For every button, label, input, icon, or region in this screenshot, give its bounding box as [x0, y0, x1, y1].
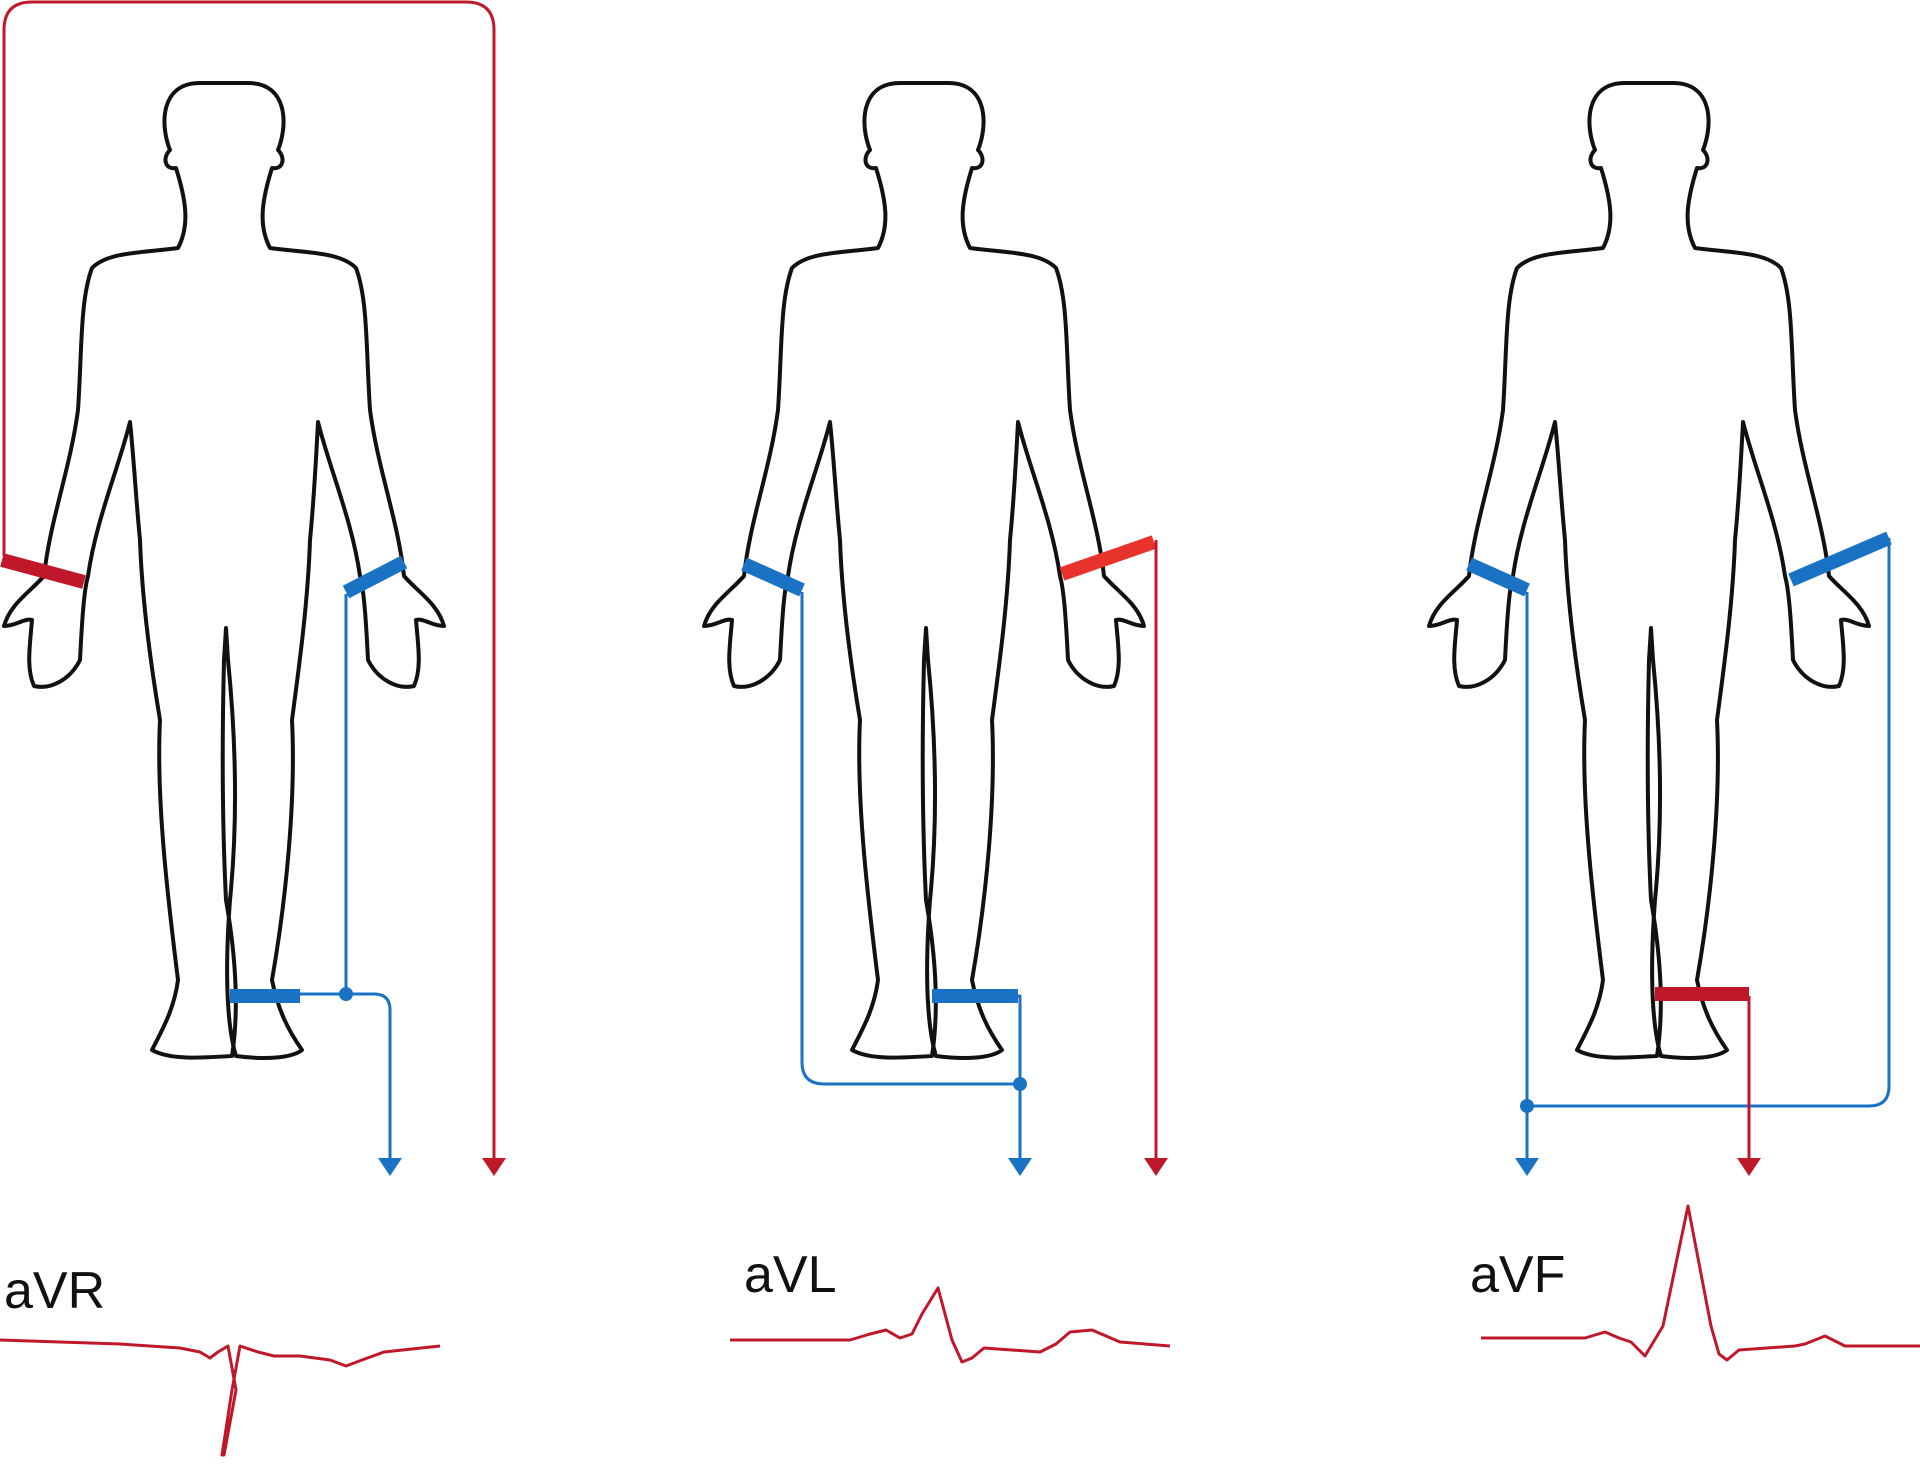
panel-avr: aVR — [0, 0, 506, 1457]
exploring-wire-avr — [2, 0, 496, 1160]
electrode-left-arm-avl — [1059, 535, 1157, 581]
lead-label-avr: aVR — [4, 1262, 105, 1320]
panel-avf: aVF — [1427, 81, 1920, 1362]
panel-avl: aVL — [702, 81, 1171, 1364]
electrode-left-arm-avr — [342, 555, 408, 599]
arrowhead-reference-avf — [1515, 1158, 1539, 1176]
electrode-right-arm-avf — [1466, 557, 1530, 597]
reference-wire-leg-avr — [300, 992, 392, 1160]
lead-label-avl: aVL — [744, 1246, 837, 1304]
ecg-trace-avf — [1481, 1204, 1920, 1362]
electrode-right-arm-avr — [0, 553, 86, 589]
ecg-trace-avr — [0, 1338, 441, 1457]
lead-label-avf: aVF — [1470, 1246, 1565, 1304]
arrowhead-exploring-avf — [1737, 1158, 1761, 1176]
electrode-left-arm-avf — [1788, 531, 1892, 587]
junction-dot-avr — [339, 987, 353, 1001]
arrowhead-reference-avr — [378, 1158, 402, 1176]
arrowhead-reference-avl — [1008, 1158, 1032, 1176]
arrowhead-exploring-avr — [482, 1158, 506, 1176]
junction-dot-avf — [1520, 1099, 1534, 1113]
reference-wire-arm-avl — [800, 592, 1020, 1086]
ecg-trace-avl — [730, 1286, 1171, 1364]
electrode-right-arm-avl — [741, 557, 805, 597]
arrowhead-exploring-avl — [1144, 1158, 1168, 1176]
reference-wire-left-arm-avf — [1527, 538, 1891, 1108]
junction-dot-avl — [1013, 1077, 1027, 1091]
reference-wire-leg-avl — [1018, 994, 1022, 1160]
